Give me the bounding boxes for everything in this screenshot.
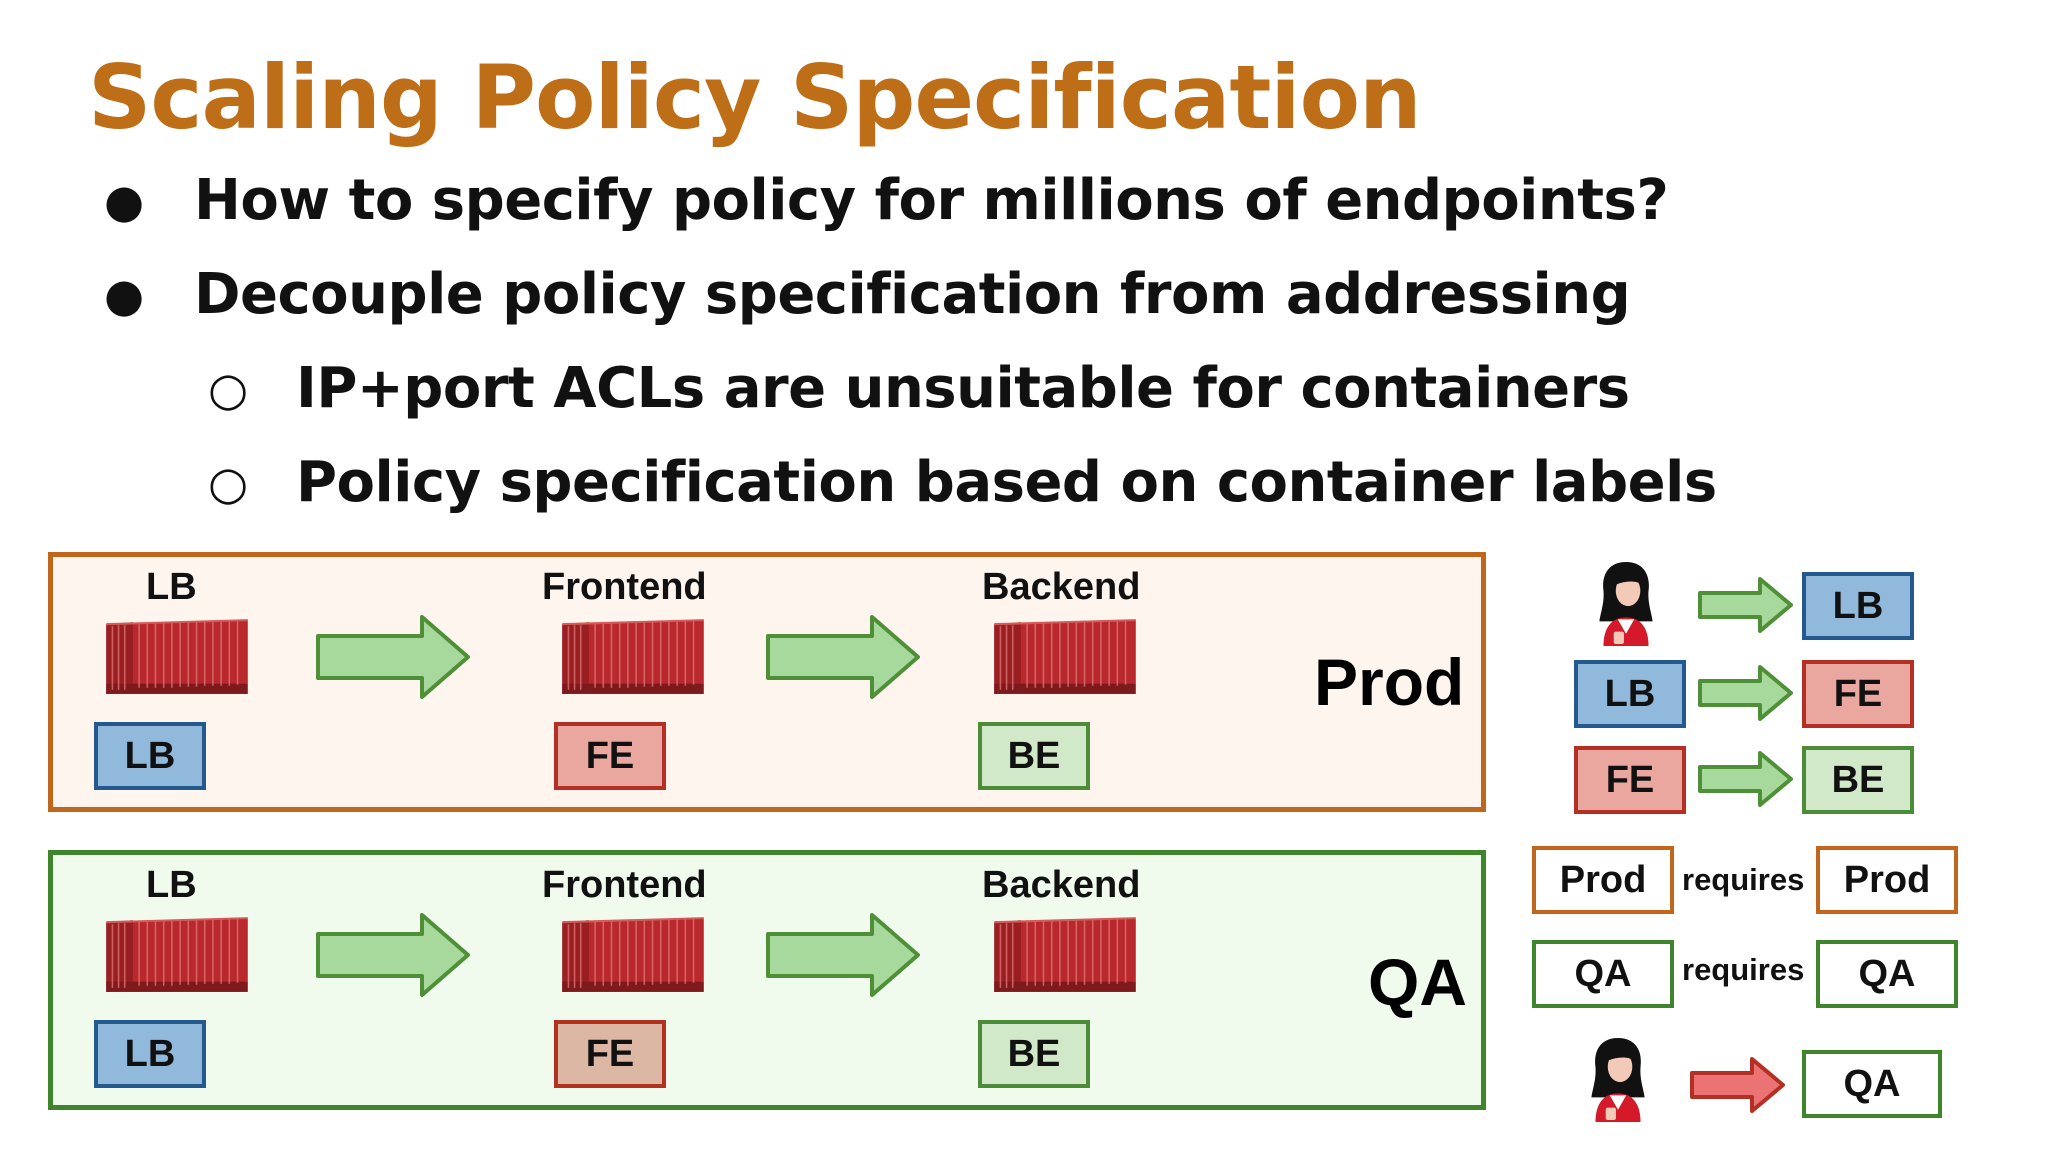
container-icon (104, 616, 248, 696)
service-name-frontend: Frontend (542, 566, 707, 608)
service-name-lb: LB (146, 864, 197, 906)
user-icon (1594, 560, 1658, 646)
container-icon (992, 914, 1136, 994)
arrow-right-icon (766, 614, 922, 700)
policy-tag-qa: QA (1532, 940, 1674, 1008)
bullet-marker: ○ (208, 362, 249, 416)
policy-tag-prod: Prod (1532, 846, 1674, 914)
label-tag-lb: LB (94, 722, 206, 790)
container-icon (992, 616, 1136, 696)
arrow-right-icon (316, 614, 472, 700)
label-tag-fe: FE (554, 722, 666, 790)
environment-label-prod: Prod (1314, 645, 1465, 719)
prod-environment-box (48, 552, 1486, 812)
arrow-right-icon (316, 912, 472, 998)
bullet-text: Decouple policy specification from addre… (194, 262, 1631, 327)
arrow-right-icon (1690, 1056, 1786, 1114)
service-name-backend: Backend (982, 864, 1141, 906)
arrow-right-icon (1698, 576, 1794, 634)
label-tag-be: BE (978, 1020, 1090, 1088)
container-icon (560, 616, 704, 696)
service-name-lb: LB (146, 566, 197, 608)
slide-title: Scaling Policy Specification (88, 46, 1422, 149)
policy-tag-qa: QA (1802, 1050, 1942, 1118)
policy-tag-be: BE (1802, 746, 1914, 814)
arrow-right-icon (1698, 664, 1794, 722)
label-tag-lb: LB (94, 1020, 206, 1088)
service-name-backend: Backend (982, 566, 1141, 608)
user-icon (1586, 1036, 1650, 1122)
policy-tag-fe: FE (1574, 746, 1686, 814)
bullet-text: IP+port ACLs are unsuitable for containe… (296, 356, 1630, 421)
arrow-right-icon (766, 912, 922, 998)
policy-tag-lb: LB (1574, 660, 1686, 728)
qa-environment-box (48, 850, 1486, 1110)
bullet-marker: ● (104, 268, 145, 322)
environment-label-qa: QA (1368, 945, 1467, 1019)
container-icon (560, 914, 704, 994)
service-name-frontend: Frontend (542, 864, 707, 906)
label-tag-be: BE (978, 722, 1090, 790)
container-icon (104, 914, 248, 994)
policy-tag-lb: LB (1802, 572, 1914, 640)
bullet-marker: ● (104, 174, 145, 228)
arrow-right-icon (1698, 750, 1794, 808)
requires-label: requires (1682, 952, 1805, 987)
policy-tag-prod: Prod (1816, 846, 1958, 914)
bullet-text: Policy specification based on container … (296, 450, 1717, 515)
policy-tag-fe: FE (1802, 660, 1914, 728)
bullet-marker: ○ (208, 456, 249, 510)
policy-tag-qa: QA (1816, 940, 1958, 1008)
label-tag-fe: FE (554, 1020, 666, 1088)
requires-label: requires (1682, 862, 1805, 897)
bullet-text: How to specify policy for millions of en… (194, 168, 1669, 233)
